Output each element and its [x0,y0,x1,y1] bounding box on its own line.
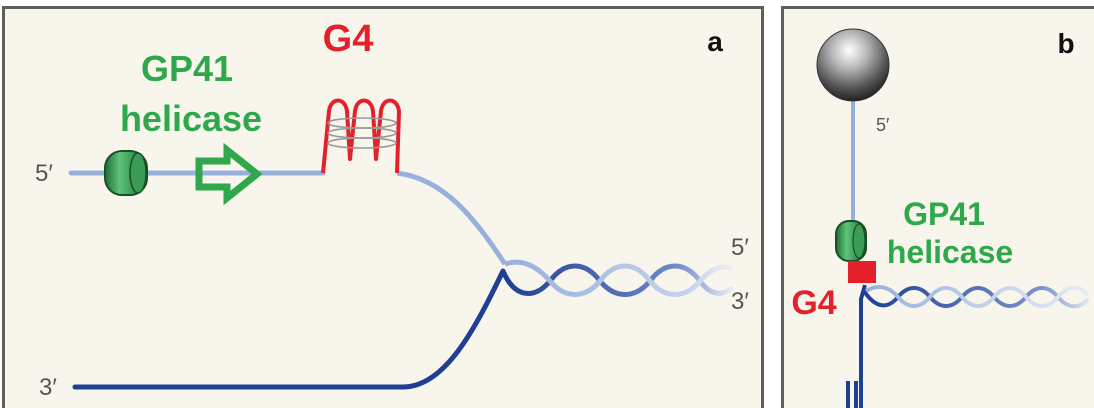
duplex-dark-strand-b [862,286,1090,309]
panel-label-b: b [1057,28,1074,59]
g4-label-b: G4 [791,284,836,322]
helicase-label: helicase [120,98,262,139]
vertical-dark-strand [859,284,867,408]
duplex-light-strand [504,259,735,297]
gp41-helicase-shape [104,150,148,196]
bead [816,28,890,102]
gp41-label-b: GP41 [903,196,985,232]
five-prime-label-right: 5′ [731,234,749,261]
helicase-label-b: helicase [887,234,1013,270]
panel-a: GP41 helicase G4 a 5′ 3′ 5′ 3′ [2,6,764,408]
g4-label: G4 [323,18,374,60]
gp41-helicase-shape-b [835,220,867,262]
five-prime-label-top-left: 5′ [35,160,53,187]
bottom-strand-3prime [72,268,506,390]
panel-a-diagram: GP41 helicase G4 a 5′ 3′ 5′ 3′ [35,18,749,401]
three-prime-label-right: 3′ [731,288,749,315]
panel-b-diagram: b 5′ GP41 helicase G4 [791,28,1090,408]
g-quadruplex [321,98,401,174]
three-prime-label-bottom-left: 3′ [39,374,57,401]
top-strand-after-g4 [396,170,508,266]
direction-arrow-icon [195,142,263,206]
panel-label-a: a [707,26,723,57]
panel-b: b 5′ GP41 helicase G4 [781,6,1094,408]
gp41-label: GP41 [141,48,233,89]
duplex-light-strand-b [864,285,1090,308]
bead-five-prime-label: 5′ [876,115,890,135]
g4-block [848,261,876,283]
